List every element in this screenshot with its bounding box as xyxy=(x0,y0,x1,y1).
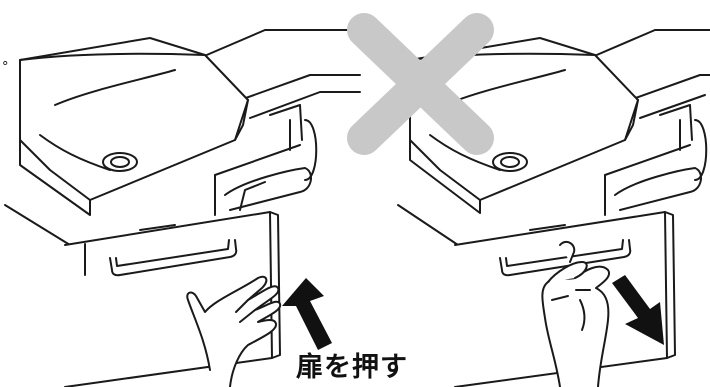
down-arrow-icon xyxy=(612,275,664,345)
pipes xyxy=(214,104,318,211)
door-handle xyxy=(109,239,238,277)
cabinet-side-right xyxy=(397,204,459,246)
counter-shelf-right xyxy=(584,29,710,119)
pushing-hand xyxy=(186,275,282,387)
prohibited-cross-icon xyxy=(347,13,494,155)
stray-mark: ° xyxy=(2,60,9,75)
drain-icon-right xyxy=(492,152,528,172)
gripping-hands xyxy=(541,241,610,387)
cabinet-side xyxy=(4,204,71,246)
counter-shelf xyxy=(194,29,361,119)
up-arrow-icon xyxy=(282,278,332,350)
caption-push-door: 扉を押す xyxy=(292,352,412,384)
panel-incorrect xyxy=(397,29,710,387)
sink-basin xyxy=(19,37,249,216)
pipes-right xyxy=(604,104,708,211)
drain-icon xyxy=(102,152,138,172)
panel-correct xyxy=(4,29,361,387)
